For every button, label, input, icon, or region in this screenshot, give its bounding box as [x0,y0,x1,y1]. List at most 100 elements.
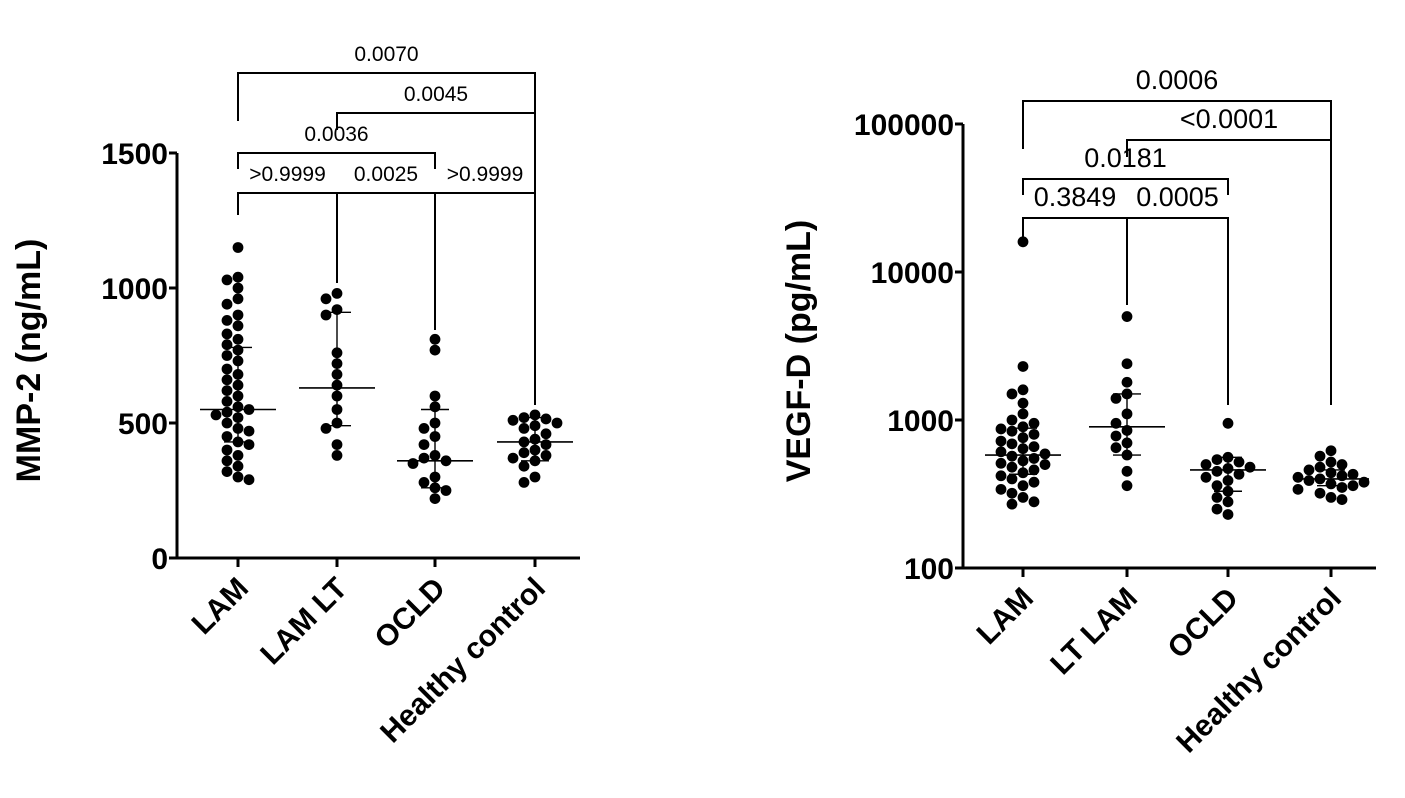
data-point [232,333,244,345]
data-point [1006,498,1018,510]
data-point [1314,487,1326,499]
comparison-bracket [237,72,536,405]
y-tick-label: 1500 [101,138,168,171]
data-point [1303,464,1315,476]
p-value-label: 0.0045 [404,83,468,106]
data-point [1017,480,1029,492]
y-tick-label: 1000 [101,273,168,306]
p-value-label: <0.0001 [1180,104,1278,134]
data-point [232,271,244,283]
data-point [221,363,233,375]
data-point [1006,487,1018,499]
data-point [1028,464,1040,476]
data-point [221,406,233,418]
data-point [1233,468,1245,480]
category-label: OCLD [369,572,452,655]
data-point [507,452,519,464]
data-point [331,450,343,461]
data-point [1028,496,1040,508]
data-point [1028,441,1040,453]
data-point [221,350,233,361]
data-point [1244,461,1256,473]
data-point [1028,417,1040,429]
comparison-bracket [1022,178,1229,195]
data-point [995,423,1007,435]
data-point [407,458,419,469]
data-point [221,417,233,429]
data-point [1006,473,1018,485]
y-axis-label: MMP-2 (ng/mL) [10,239,48,483]
data-point [1121,358,1133,370]
y-tick-label: 100000 [854,109,954,142]
data-point [232,320,244,332]
y-tick-label: 0 [151,543,168,576]
category-label: OCLD [1162,582,1245,665]
data-point [1347,480,1359,492]
data-point [1325,445,1337,457]
data-point [221,298,233,310]
p-value-label: 0.0005 [1136,182,1219,212]
data-point [1028,428,1040,440]
data-point [320,423,332,434]
data-point [540,428,552,440]
data-point [1211,503,1223,515]
data-point [995,483,1007,495]
data-point [1039,459,1051,470]
category-label: LAM [186,572,255,641]
data-point [1006,414,1018,426]
data-point [1017,361,1029,372]
data-point [1233,456,1245,468]
group-points [407,333,452,504]
data-point [1006,438,1018,450]
data-point [1211,480,1223,492]
p-value-label: 0.0025 [354,163,418,186]
group-points [1200,417,1256,520]
y-tick-label: 1000 [887,405,954,438]
data-point [1121,465,1133,477]
p-value-label: 0.0070 [354,43,418,66]
data-point [1017,384,1029,396]
data-point [320,309,332,321]
data-point [232,450,244,461]
data-point [1121,311,1133,322]
y-axis-label: VEGF-D (pg/mL) [780,220,818,483]
data-point [1336,459,1348,470]
data-point [440,485,452,496]
category-label: LAM [971,582,1040,651]
data-point [1028,476,1040,488]
data-point [1017,408,1029,420]
data-point [221,274,233,286]
data-point [221,455,233,467]
data-point [518,460,530,472]
data-point [518,447,530,459]
data-point [1017,421,1029,433]
data-point [518,423,530,434]
data-point [221,444,233,456]
data-point [995,435,1007,447]
y-tick-label: 100 [904,553,954,586]
data-point [243,474,255,486]
comparison-bracket [1022,217,1128,305]
data-point [540,413,552,425]
data-point [429,493,441,504]
comparison-bracket [434,192,536,405]
data-point [221,466,233,477]
data-point [1314,450,1326,462]
y-tick-label: 10000 [871,257,954,290]
data-point [232,309,244,321]
data-point [1336,482,1348,493]
data-point [1006,388,1018,400]
p-value-label: 0.3849 [1034,182,1117,212]
data-point [232,282,244,294]
data-point [507,414,519,426]
comparison-bracket [336,192,436,330]
p-value-label: 0.0181 [1084,143,1167,173]
data-point [1110,392,1122,404]
category-label: LAM LT [254,572,354,672]
data-point [1006,450,1018,462]
data-point [1211,465,1223,477]
data-point [418,439,430,450]
